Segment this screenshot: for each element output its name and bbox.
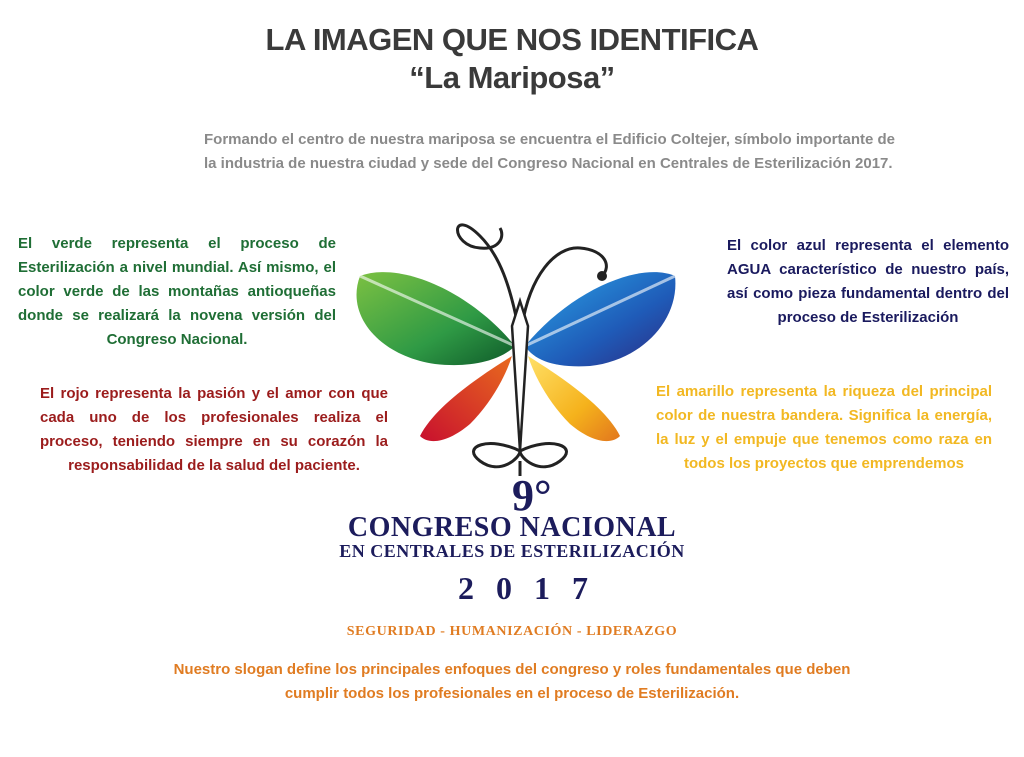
green-description: El verde representa el proceso de Esteri… — [18, 235, 336, 348]
edition-number: 9° — [512, 471, 552, 520]
blue-description: El color azul representa el elemento AGU… — [727, 237, 1009, 326]
page-subtitle: “La Mariposa” — [409, 60, 615, 95]
butterfly-logo — [356, 223, 676, 476]
butterfly-body — [510, 296, 530, 452]
red-wing — [420, 356, 512, 442]
red-description: El rojo representa la pasión y el amor c… — [40, 385, 388, 474]
blue-wing — [525, 272, 676, 367]
right-antenna — [520, 246, 608, 327]
congress-subname: EN CENTRALES DE ESTERILIZACIÓN — [339, 541, 685, 561]
slogan-heading: SEGURIDAD - HUMANIZACIÓN - LIDERAZGO — [346, 624, 678, 639]
antenna-tip — [597, 271, 607, 281]
intro-paragraph: Formando el centro de nuestra mariposa s… — [204, 131, 895, 172]
yellow-description: El amarillo representa la riqueza del pr… — [656, 383, 992, 472]
congress-year: 2017 — [458, 570, 610, 606]
green-wing — [356, 272, 515, 366]
tail-loops — [472, 442, 568, 469]
page-title: LA IMAGEN QUE NOS IDENTIFICA — [265, 22, 759, 57]
slogan-description: Nuestro slogan define los principales en… — [173, 661, 851, 702]
congress-name: CONGRESO NACIONAL — [347, 512, 677, 543]
yellow-wing — [528, 356, 620, 442]
left-antenna — [456, 223, 520, 327]
